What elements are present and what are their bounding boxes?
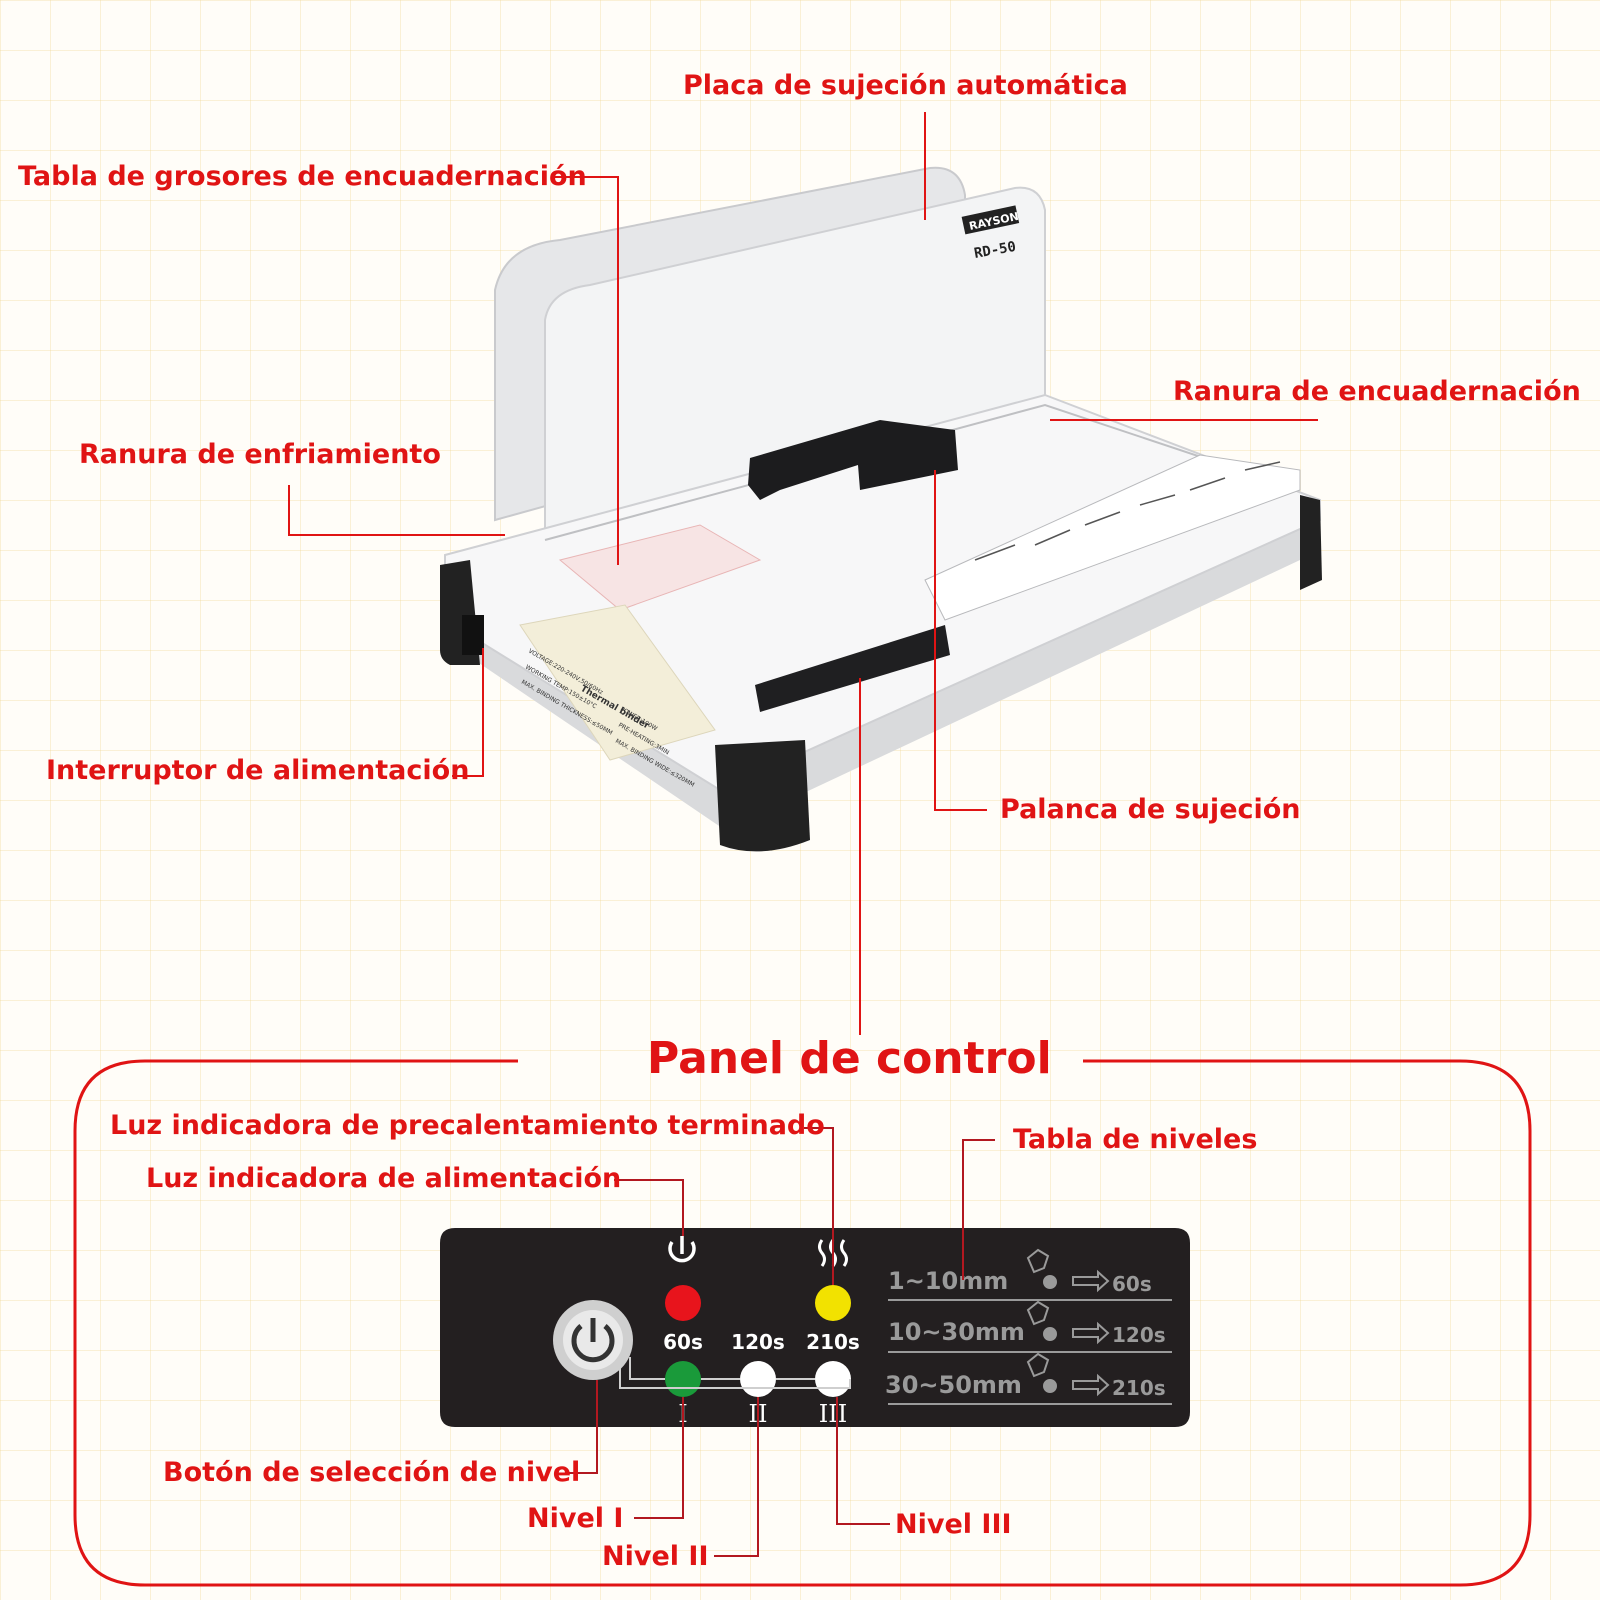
- arrow-right-icon: [1072, 1321, 1110, 1345]
- numeral-3: III: [819, 1400, 847, 1428]
- label-preheat-light: Luz indicadora de precalentamiento termi…: [110, 1110, 825, 1141]
- level-1-light: [665, 1361, 701, 1397]
- thermal-binder-machine: [440, 166, 1322, 852]
- leader-lines-top: [288, 112, 1318, 1035]
- control-panel-board: [440, 1228, 1190, 1427]
- control-panel-title: Panel de control: [647, 1033, 1052, 1084]
- brand-badge: [961, 205, 1020, 235]
- power-indicator-light: [665, 1285, 701, 1321]
- label-binding-slot: Ranura de encuadernación: [1173, 376, 1581, 407]
- level-2-light: [740, 1361, 776, 1397]
- label-thickness-table: Tabla de grosores de encuadernación: [18, 161, 587, 192]
- power-light-icon: [668, 1236, 696, 1263]
- time-60s: 60s: [663, 1330, 703, 1354]
- arrow-right-icon: [1072, 1269, 1110, 1293]
- label-cooling-slot: Ranura de enfriamiento: [79, 439, 441, 470]
- machine-model: RD-50: [973, 239, 1017, 262]
- hand-icon: [1026, 1248, 1050, 1274]
- level-wires: [619, 1357, 851, 1389]
- arrow-right-icon: [1072, 1373, 1110, 1397]
- level-row-3-range: 30~50mm: [885, 1371, 1022, 1399]
- hand-icon: [1026, 1300, 1050, 1326]
- label-level-table: Tabla de niveles: [1013, 1124, 1258, 1155]
- power-icon: [571, 1324, 615, 1363]
- label-clamp-plate: Placa de sujeción automática: [683, 70, 1128, 101]
- level-row-1-range: 1~10mm: [888, 1267, 1008, 1295]
- time-120s: 120s: [731, 1330, 785, 1354]
- label-level-button: Botón de selección de nivel: [163, 1457, 581, 1488]
- level-3-light: [815, 1361, 851, 1397]
- time-210s: 210s: [806, 1330, 860, 1354]
- preheat-indicator-light: [815, 1285, 851, 1321]
- label-power-light: Luz indicadora de alimentación: [146, 1163, 622, 1194]
- level-row-1-time: 60s: [1112, 1272, 1152, 1296]
- level-row-3-time: 210s: [1112, 1376, 1166, 1400]
- label-level-2: Nivel II: [602, 1541, 709, 1572]
- level-row-2-time: 120s: [1112, 1323, 1166, 1347]
- control-panel-frame: [73, 1059, 1532, 1587]
- label-power-switch: Interruptor de alimentación: [46, 755, 470, 786]
- label-level-3: Nivel III: [895, 1509, 1012, 1540]
- hand-icon: [1026, 1352, 1050, 1378]
- label-clamp-lever: Palanca de sujeción: [1000, 794, 1301, 825]
- leader-lines-panel: [568, 1127, 995, 1557]
- level-table: 1~10mm 60s 10~30mm 120s 30~50mm 210s: [885, 1248, 1172, 1405]
- label-level-1: Nivel I: [527, 1503, 624, 1534]
- level-row-2-range: 10~30mm: [888, 1318, 1025, 1346]
- level-select-button[interactable]: [553, 1300, 633, 1380]
